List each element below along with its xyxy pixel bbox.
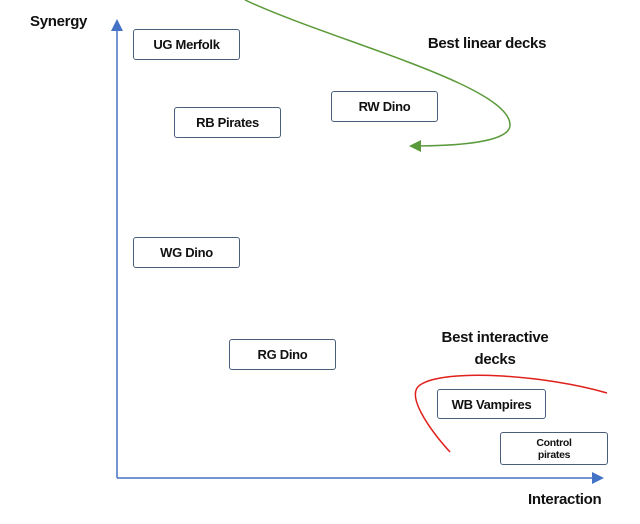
best-interactive-decks-annotation: Best interactive decks: [441, 329, 549, 368]
linear-decks-arrow: [244, 0, 511, 152]
interactive-decks-arc: [414, 374, 608, 453]
deck-rb-pirates: RB Pirates: [174, 107, 281, 138]
deck-control-pirates: Control pirates: [500, 432, 608, 465]
x-axis-label: Interaction: [528, 491, 602, 508]
y-axis-label: Synergy: [30, 13, 88, 30]
deck-rw-dino: RW Dino: [331, 91, 438, 122]
deck-wg-dino: WG Dino: [133, 237, 240, 268]
deck-ug-merfolk: UG Merfolk: [133, 29, 240, 60]
deck-rg-dino: RG Dino: [229, 339, 336, 370]
best-linear-decks-annotation: Best linear decks: [427, 35, 547, 52]
deck-wb-vampires: WB Vampires: [437, 389, 546, 419]
